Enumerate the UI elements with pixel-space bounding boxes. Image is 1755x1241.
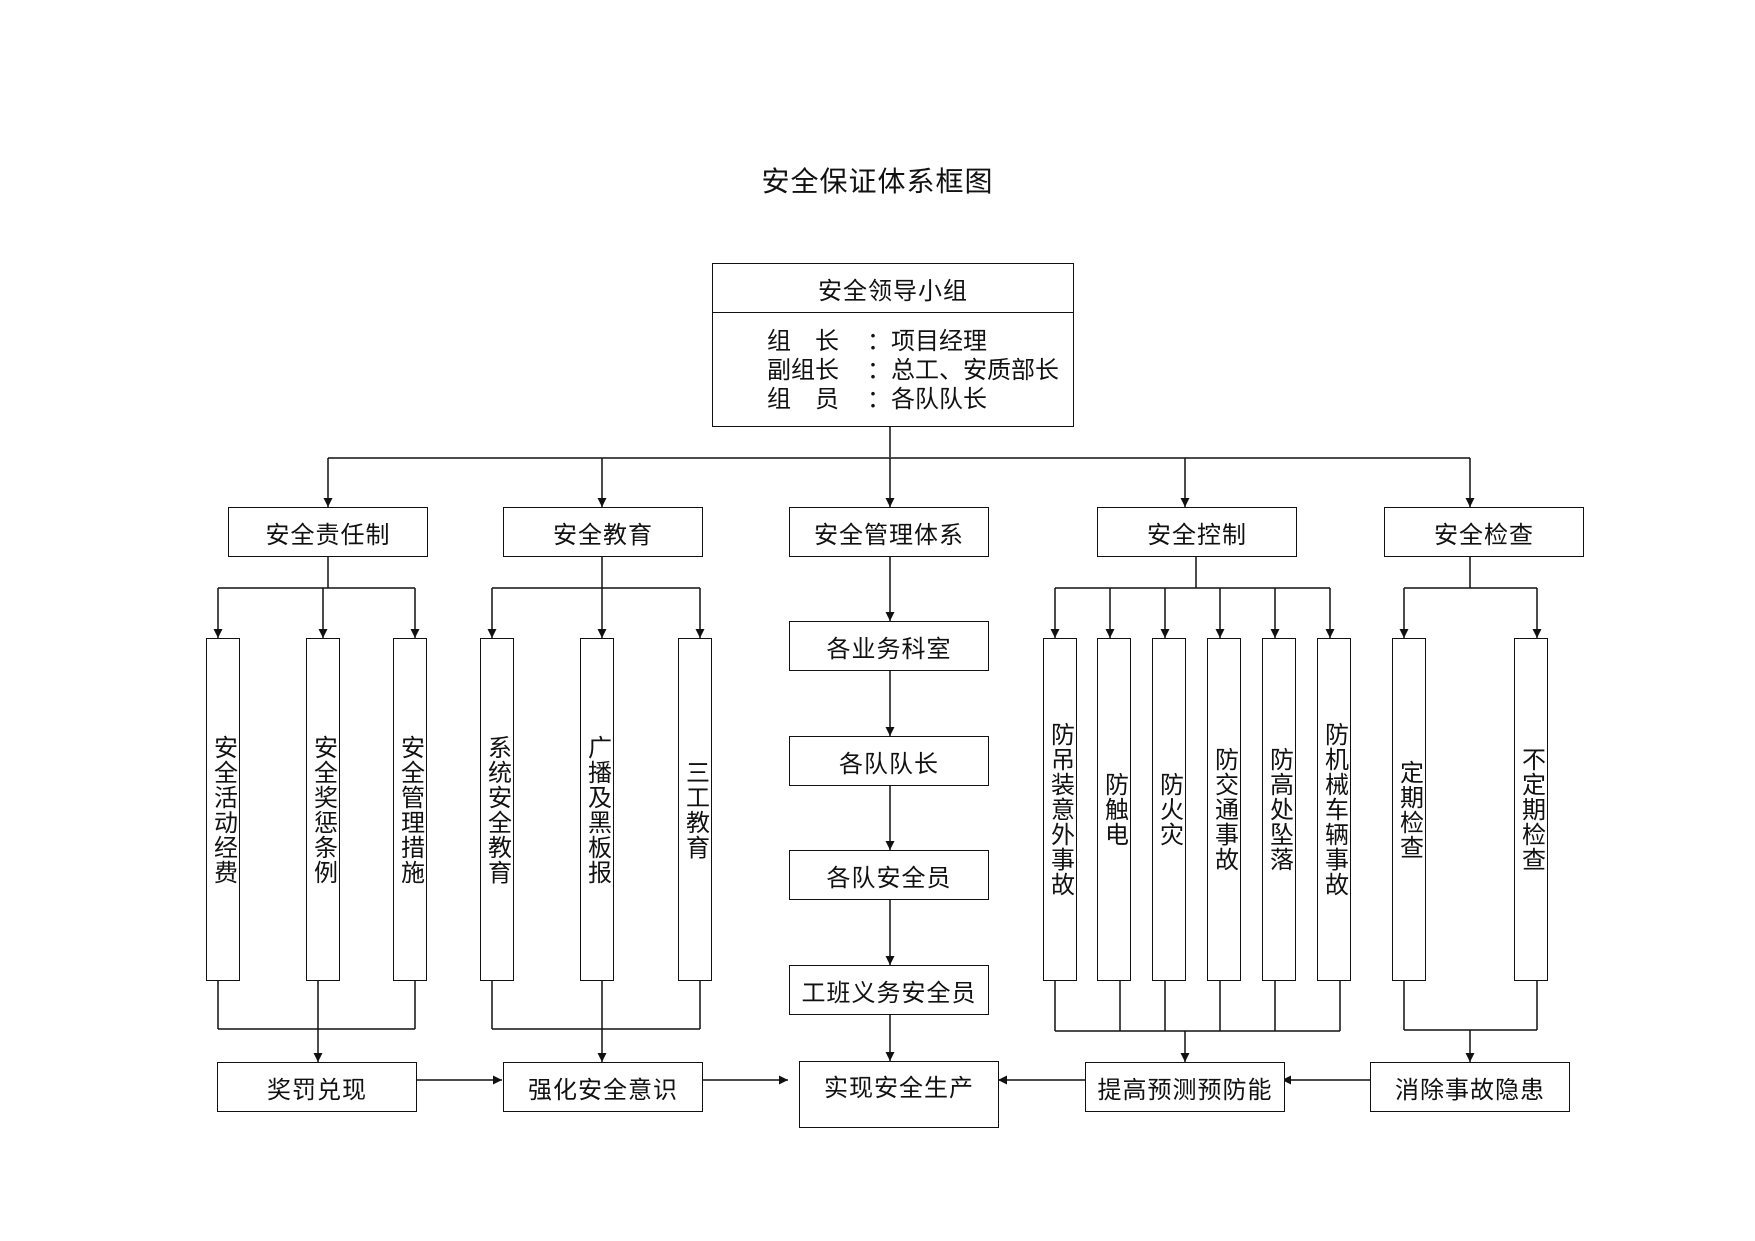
leader-row: 组 员 ：各队队长 bbox=[767, 385, 1073, 414]
branch-responsibility-box: 安全责任制 bbox=[228, 507, 428, 557]
responsibility-item-label: 安全管理措施 bbox=[396, 734, 425, 885]
control-item-box: 防高处坠落 bbox=[1262, 638, 1296, 981]
management-chain-box: 各队安全员 bbox=[789, 850, 989, 900]
responsibility-item-box: 安全活动经费 bbox=[206, 638, 240, 981]
leader-row-sep: ： bbox=[867, 385, 891, 413]
control-item-label: 防高处坠落 bbox=[1265, 747, 1294, 872]
leader-row-value: 项目经理 bbox=[891, 327, 987, 355]
leader-row-role: 副组长 bbox=[767, 356, 839, 384]
leader-group-box: 安全领导小组 组 长：项目经理 副组长：总工、安质部长 组 员：各队队长 bbox=[712, 263, 1074, 427]
control-item-label: 防火灾 bbox=[1155, 772, 1184, 847]
control-item-label: 防触电 bbox=[1100, 772, 1129, 847]
branch-management-box: 安全管理体系 bbox=[789, 507, 989, 557]
branch-control-box: 安全控制 bbox=[1097, 507, 1297, 557]
responsibility-item-box: 安全管理措施 bbox=[393, 638, 427, 981]
education-item-label: 广播及黑板报 bbox=[583, 734, 612, 885]
responsibility-result-box: 奖罚兑现 bbox=[217, 1062, 417, 1112]
education-item-box: 三工教育 bbox=[678, 638, 712, 981]
education-result-box: 强化安全意识 bbox=[503, 1062, 703, 1112]
control-item-box: 防触电 bbox=[1097, 638, 1131, 981]
inspection-item-label: 定期检查 bbox=[1395, 759, 1424, 860]
branch-education-box: 安全教育 bbox=[503, 507, 703, 557]
control-result-box: 提高预测预防能 bbox=[1085, 1062, 1285, 1112]
management-chain-box: 各队队长 bbox=[789, 736, 989, 786]
control-item-box: 防交通事故 bbox=[1207, 638, 1241, 981]
leader-row-sep: ： bbox=[867, 327, 891, 355]
leader-row: 组 长 ：项目经理 bbox=[767, 327, 1073, 356]
leader-row: 副组长 ：总工、安质部长 bbox=[767, 356, 1073, 385]
inspection-item-box: 定期检查 bbox=[1392, 638, 1426, 981]
responsibility-item-box: 安全奖惩条例 bbox=[306, 638, 340, 981]
management-chain-box: 各业务科室 bbox=[789, 621, 989, 671]
control-item-label: 防机械车辆事故 bbox=[1320, 722, 1349, 897]
inspection-result-box: 消除事故隐患 bbox=[1370, 1062, 1570, 1112]
control-item-label: 防交通事故 bbox=[1210, 747, 1239, 872]
diagram-title: 安全保证体系框图 bbox=[761, 165, 994, 198]
leader-group-members: 组 长：项目经理 副组长：总工、安质部长 组 员：各队队长 bbox=[713, 313, 1073, 414]
inspection-item-box: 不定期检查 bbox=[1514, 638, 1548, 981]
leader-row-value: 总工、安质部长 bbox=[891, 356, 1059, 384]
education-item-label: 系统安全教育 bbox=[483, 734, 512, 885]
control-item-box: 防机械车辆事故 bbox=[1317, 638, 1351, 981]
control-item-box: 防吊装意外事故 bbox=[1043, 638, 1077, 981]
branch-inspection-box: 安全检查 bbox=[1384, 507, 1584, 557]
responsibility-item-label: 安全活动经费 bbox=[209, 734, 238, 885]
control-item-label: 防吊装意外事故 bbox=[1046, 722, 1075, 897]
education-item-label: 三工教育 bbox=[681, 759, 710, 860]
management-result-box: 实现安全生产 bbox=[799, 1061, 999, 1128]
leader-row-sep: ： bbox=[867, 356, 891, 384]
control-item-box: 防火灾 bbox=[1152, 638, 1186, 981]
leader-row-role: 组 长 bbox=[767, 327, 839, 355]
education-item-box: 广播及黑板报 bbox=[580, 638, 614, 981]
inspection-item-label: 不定期检查 bbox=[1517, 747, 1546, 872]
leader-row-role: 组 员 bbox=[767, 385, 839, 413]
leader-row-value: 各队队长 bbox=[891, 385, 987, 413]
leader-group-title: 安全领导小组 bbox=[713, 264, 1073, 313]
education-item-box: 系统安全教育 bbox=[480, 638, 514, 981]
responsibility-item-label: 安全奖惩条例 bbox=[309, 734, 338, 885]
management-chain-box: 工班义务安全员 bbox=[789, 965, 989, 1015]
